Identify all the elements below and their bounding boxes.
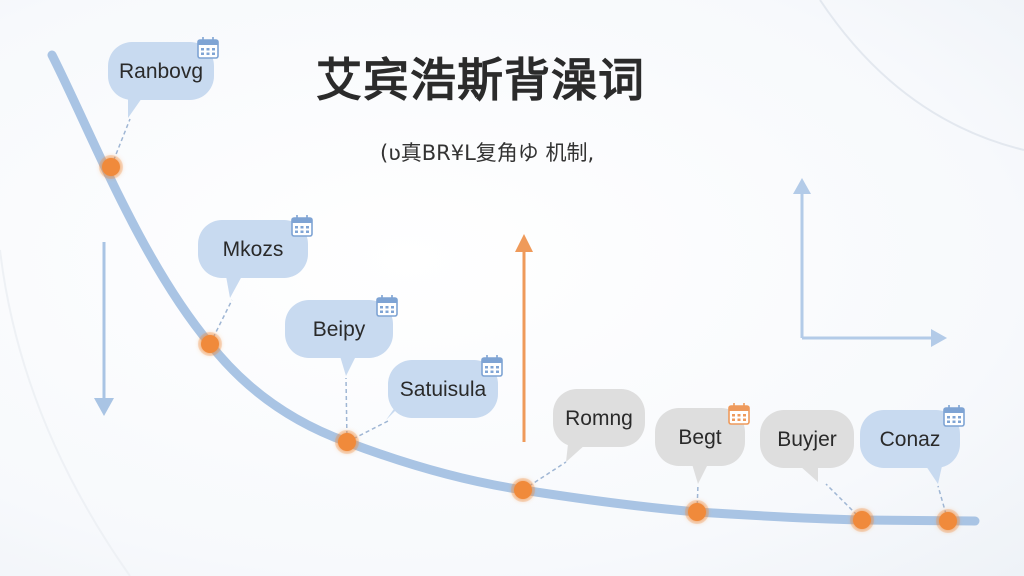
review-point (338, 433, 356, 451)
review-point (102, 158, 120, 176)
review-point (514, 481, 532, 499)
speech-bubble: Romng (553, 389, 645, 462)
background-arc (819, 0, 1024, 151)
calendar-icon (943, 405, 965, 427)
calendar-icon (197, 37, 219, 59)
axes-icon (793, 178, 947, 347)
down-arrow-icon (94, 242, 114, 416)
milestone-label: Buyjer (777, 428, 837, 451)
speech-bubble: Conaz (860, 405, 965, 484)
milestone-label: Mkozs (223, 238, 284, 261)
page-subtitle: (ʋ真BR¥L复角ゆ 机制, (380, 141, 595, 165)
speech-bubble: Begt (655, 403, 750, 484)
milestone-label: Conaz (880, 428, 941, 451)
calendar-icon (481, 355, 503, 377)
calendar-icon (728, 403, 750, 425)
calendar-icon (291, 215, 313, 237)
up-arrow-icon (515, 234, 533, 442)
connector-line (345, 377, 348, 443)
speech-bubble: Satuisula (386, 355, 503, 420)
connector-line (937, 485, 949, 522)
forgetting-curve (47, 50, 980, 526)
milestone-label: Satuisula (400, 378, 487, 401)
review-point (853, 511, 871, 529)
calendar-icon (376, 295, 398, 317)
milestone-label: Begt (678, 426, 721, 449)
milestone-label: Romng (565, 407, 633, 430)
review-point (201, 335, 219, 353)
speech-bubble: Beipy (285, 295, 398, 376)
speech-bubble: Ranbovg (108, 37, 219, 118)
review-point (939, 512, 957, 530)
page-title: 艾宾浩斯背澡词 (316, 53, 645, 107)
connector-line (696, 483, 699, 513)
speech-bubble: Mkozs (198, 215, 313, 298)
background-arc (0, 249, 131, 576)
milestone-label: Beipy (313, 318, 366, 341)
speech-bubble: Buyjer (760, 410, 854, 482)
review-point (688, 503, 706, 521)
milestone-label: Ranbovg (119, 60, 203, 83)
